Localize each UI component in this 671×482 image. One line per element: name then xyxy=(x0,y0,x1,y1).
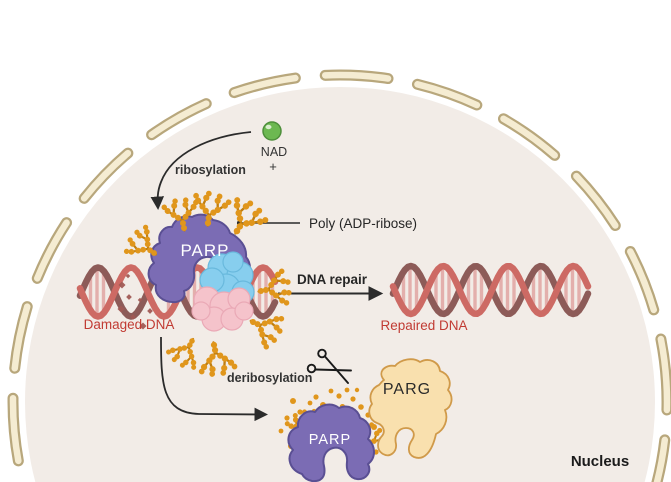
ribosylation-label: ribosylation xyxy=(175,163,246,177)
ribose-dot xyxy=(290,398,296,404)
dna-repair-label: DNA repair xyxy=(297,272,368,287)
nad-label: NAD xyxy=(261,145,287,159)
nad-molecule xyxy=(262,121,282,141)
ribose-dot xyxy=(344,387,350,393)
ribose-dot xyxy=(358,404,364,410)
ribose-dot xyxy=(354,387,360,393)
pink-protein xyxy=(191,286,254,332)
ribose-dot xyxy=(336,393,342,399)
dna-fragment xyxy=(118,281,126,289)
parg-label: PARG xyxy=(383,381,431,398)
dna-fragment xyxy=(139,322,147,330)
ribose-dot xyxy=(313,394,319,400)
damaged-dna-label: Damaged DNA xyxy=(84,317,175,332)
nucleus-background xyxy=(25,87,655,482)
parp-protein-bottom xyxy=(287,403,375,482)
ribose-dot xyxy=(307,400,313,406)
parg-protein xyxy=(368,358,453,459)
nuclear-envelope xyxy=(7,69,671,482)
deribosylation-arrow xyxy=(160,336,269,422)
ribose-dot xyxy=(297,409,303,415)
parp-bottom-label: PARP xyxy=(309,432,351,448)
nucleus-label: Nucleus xyxy=(571,453,629,470)
deribosylation-label: deribosylation xyxy=(227,371,312,385)
ribose-dot xyxy=(284,415,290,421)
ribose-dot xyxy=(328,388,334,394)
poly-adp-ribose-label: Poly (ADP-ribose) xyxy=(309,216,417,231)
nad-highlight xyxy=(265,124,272,130)
nuclear-envelope-fill xyxy=(9,71,671,482)
repaired-dna-helix xyxy=(389,262,592,318)
scissors-icon xyxy=(306,348,352,384)
parp-top-label: PARP xyxy=(180,241,229,260)
ribose-dot xyxy=(278,428,284,434)
ribose-dot xyxy=(371,424,377,430)
dna-fragment xyxy=(117,305,125,313)
ribose-dot xyxy=(350,396,356,402)
dna-strand-front xyxy=(389,262,592,318)
ribosylation-arrow xyxy=(150,131,252,211)
nad-plus-label: + xyxy=(269,159,277,174)
repaired-dna-label: Repaired DNA xyxy=(380,318,467,333)
